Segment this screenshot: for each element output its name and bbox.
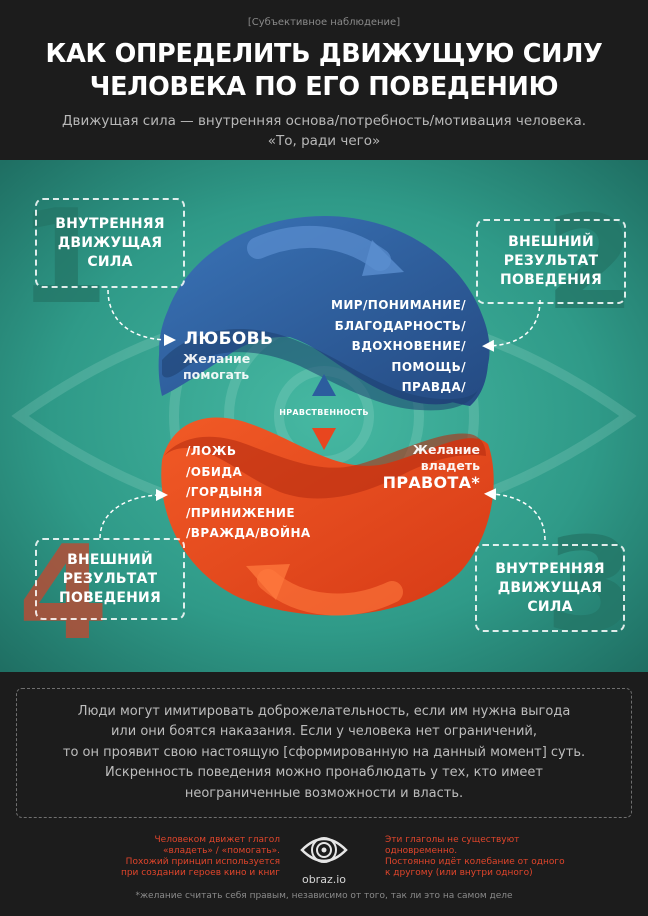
diagram-scene: 1 2 3 4: [0, 160, 648, 672]
morality-label: НРАВСТВЕННОСТЬ: [279, 408, 369, 417]
fold-blue: [162, 329, 478, 411]
connector-bottom-left: [99, 489, 168, 539]
box-outer-result-top: ВНЕШНИЙ РЕЗУЛЬТАТ ПОВЕДЕНИЯ: [476, 219, 626, 304]
red-values-list: /ЛОЖЬ /ОБИДА /ГОРДЫНЯ /ПРИНИЖЕНИЕ /ВРАЖД…: [186, 444, 311, 540]
down-triangle-icon: [312, 428, 336, 450]
up-triangle-icon: [312, 374, 336, 396]
title-line-1: КАК ОПРЕДЕЛИТЬ ДВИЖУЩУЮ СИЛУ: [45, 39, 603, 69]
title-line-2: ЧЕЛОВЕКА ПО ЕГО ПОВЕДЕНИЮ: [89, 72, 559, 102]
blue-body: [159, 216, 490, 405]
subtitle-line-1: Движущая сила — внутренняя основа/потреб…: [61, 113, 587, 129]
brand-name[interactable]: obraz.io: [301, 873, 347, 886]
blue-arrow: [247, 225, 391, 271]
fold-red: [164, 433, 486, 499]
connector-bottom-right: [484, 488, 546, 541]
subjective-tag: [Субъективное наблюдение]: [247, 17, 401, 28]
footer-note-right: Эти глаголы не существуют одновременно. …: [385, 835, 565, 878]
pravota-title: ПРАВОТА*: [382, 473, 480, 492]
subtitle-line-2: «То, ради чего»: [267, 133, 381, 149]
page-title: КАК ОПРЕДЕЛИТЬ ДВИЖУЩУЮ СИЛУ ЧЕЛОВЕКА ПО…: [0, 38, 648, 104]
number-four: 4: [18, 517, 108, 669]
number-one: 1: [18, 181, 108, 333]
blue-arrow-head: [362, 240, 404, 276]
box-outer-result-bottom: ВНЕШНИЙ РЕЗУЛЬТАТ ПОВЕДЕНИЯ: [35, 538, 185, 620]
eye-logo-icon: [300, 837, 348, 863]
footer-note-left: Человеком движет глагол «владеть» / «пом…: [120, 835, 280, 878]
footnote: *желание считать себя правым, независимо…: [135, 891, 513, 901]
number-two: 2: [545, 187, 635, 339]
love-title: ЛЮБОВЬ: [184, 329, 274, 349]
connector-top-right: [482, 299, 541, 352]
number-three: 3: [545, 509, 635, 661]
blue-values-list: МИР/ПОНИМАНИЕ/ БЛАГОДАРНОСТЬ/ ВДОХНОВЕНИ…: [331, 298, 466, 394]
subtitle: Движущая сила — внутренняя основа/потреб…: [0, 111, 648, 151]
pravota-description: Желание владеть: [412, 442, 480, 473]
box-inner-force-bottom: ВНУТРЕННЯЯ ДВИЖУЩАЯ СИЛА: [475, 544, 625, 632]
love-description: Желание помогать: [183, 351, 251, 382]
connector-top-left: [107, 289, 176, 346]
explanation-box: Люди могут имитировать доброжелательност…: [16, 688, 632, 818]
diagram-graphic: 1 2 3 4: [0, 160, 648, 672]
header: [Субъективное наблюдение] КАК ОПРЕДЕЛИТЬ…: [0, 0, 648, 160]
red-arrow-head: [246, 564, 290, 600]
box-inner-force-top: ВНУТРЕННЯЯ ДВИЖУЩАЯ СИЛА: [35, 198, 185, 288]
